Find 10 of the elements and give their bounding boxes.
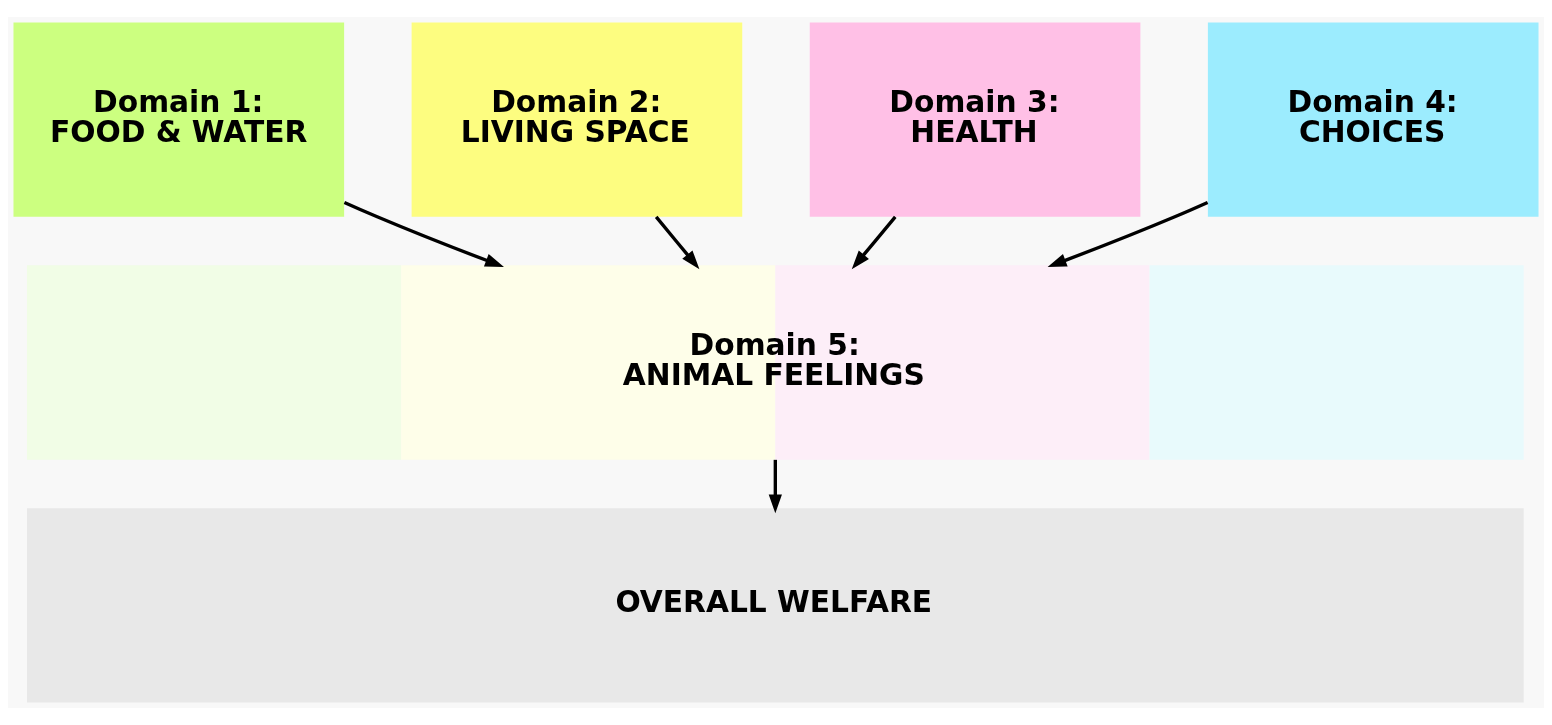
- arrow: [654, 215, 700, 270]
- node-box: Domain 1: FOOD & WATER: [13, 22, 345, 217]
- arrow: [1047, 200, 1209, 267]
- node-box: Domain 2: LIVING SPACE: [411, 22, 743, 217]
- node-box: Domain 3: HEALTH: [809, 22, 1141, 217]
- arrow: [851, 215, 897, 270]
- arrow: [343, 200, 504, 267]
- node-box: OVERALL WELFARE: [26, 508, 1524, 703]
- node-box: Domain 4: CHOICES: [1207, 22, 1539, 217]
- arrow: [768, 459, 782, 514]
